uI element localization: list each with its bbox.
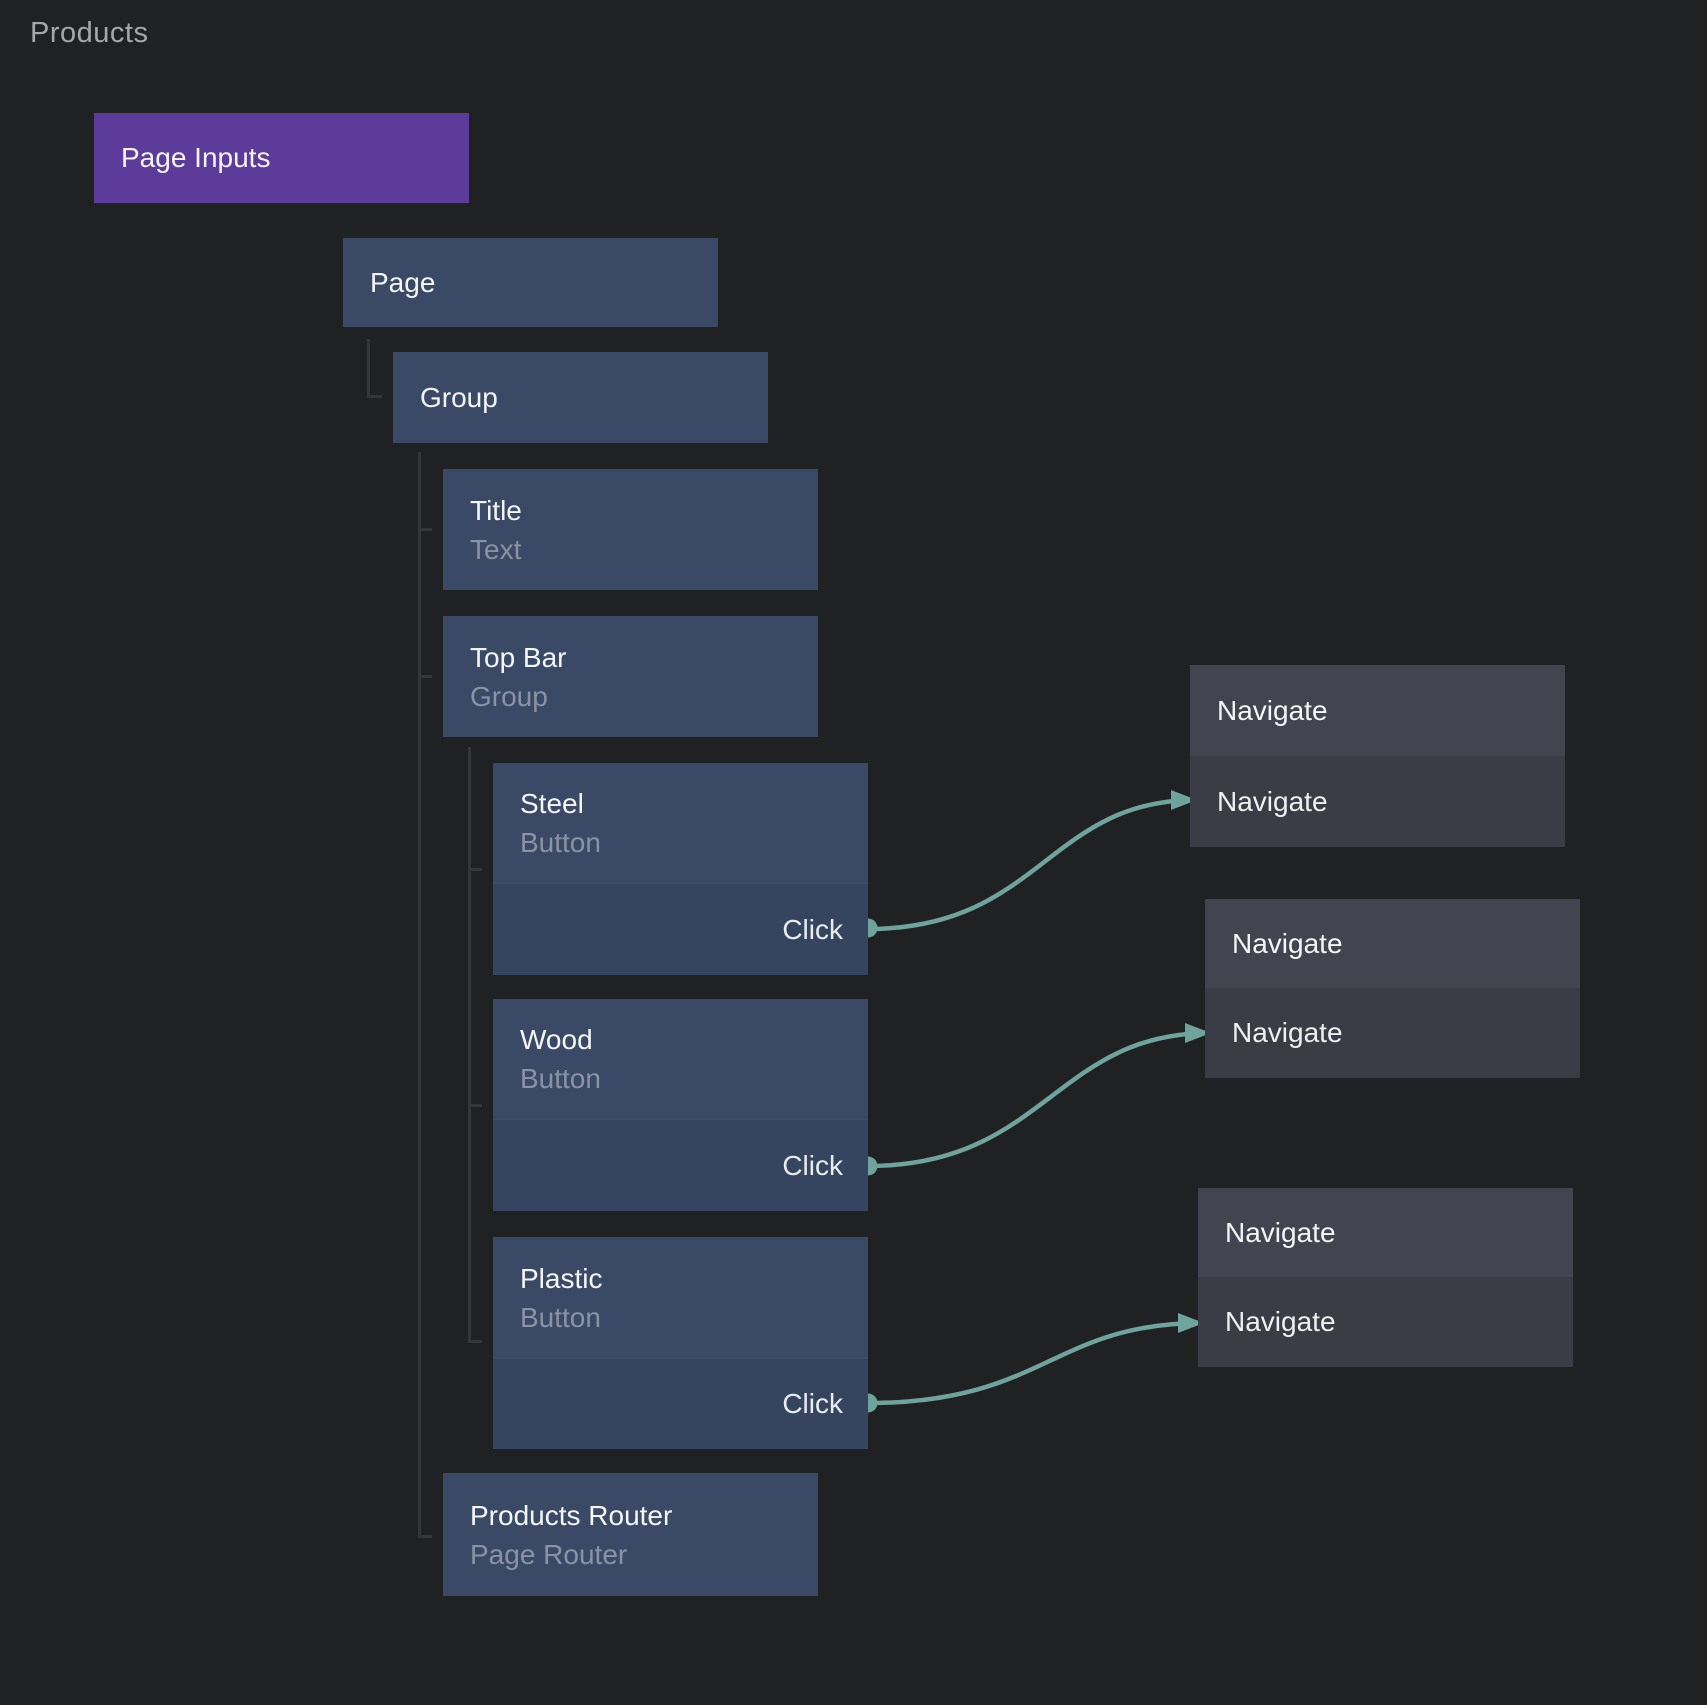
node-title: Top Bar [470, 641, 567, 673]
node-title: Page [370, 266, 436, 298]
node-title: Title [470, 494, 522, 526]
click-event-label: Click [782, 1388, 843, 1419]
node-page[interactable]: Page [343, 238, 718, 327]
node-title: Group [420, 381, 498, 413]
click-event-label: Click [782, 1149, 843, 1181]
navigate-action-label: Navigate [1232, 1017, 1343, 1048]
node-top-bar[interactable]: Top Bar Group [443, 616, 818, 737]
tree-line-group-children [418, 452, 432, 1538]
node-plastic-button[interactable]: Plastic Button Click [493, 1237, 868, 1449]
node-products-router[interactable]: Products Router Page Router [443, 1473, 818, 1596]
navigate-action-row[interactable]: Navigate [1205, 988, 1580, 1078]
node-subtitle: Button [520, 1063, 601, 1094]
node-title: Navigate [1232, 927, 1343, 959]
navigate-action-row[interactable]: Navigate [1190, 756, 1565, 847]
node-title-text[interactable]: Title Text [443, 469, 818, 590]
node-page-inputs[interactable]: Page Inputs [94, 113, 469, 203]
tree-line-page-group [367, 339, 382, 398]
click-event-row[interactable]: Click [493, 1358, 868, 1449]
node-title: Navigate [1225, 1216, 1336, 1248]
node-subtitle: Button [520, 827, 601, 858]
navigate-action-label: Navigate [1217, 785, 1328, 817]
page-title: Products [30, 17, 149, 49]
node-wood-button[interactable]: Wood Button Click [493, 999, 868, 1211]
node-title: Navigate [1217, 694, 1328, 726]
node-navigate-2[interactable]: Navigate Navigate [1205, 899, 1580, 1078]
wire-plastic-click-to-navigate [867, 1313, 1204, 1406]
wire-steel-click-to-navigate [867, 790, 1197, 932]
node-title: Products Router [470, 1499, 673, 1531]
node-group[interactable]: Group [393, 352, 768, 443]
click-event-label: Click [782, 913, 843, 945]
node-subtitle: Text [470, 533, 522, 565]
tree-tick-topbar-children [469, 868, 482, 1107]
navigate-action-label: Navigate [1225, 1306, 1336, 1337]
node-navigate-3[interactable]: Navigate Navigate [1198, 1188, 1573, 1367]
node-subtitle: Button [520, 1301, 601, 1333]
node-subtitle: Group [470, 680, 548, 712]
navigate-action-row[interactable]: Navigate [1198, 1277, 1573, 1367]
node-title: Plastic [520, 1262, 603, 1294]
click-event-row[interactable]: Click [493, 1119, 868, 1211]
node-title: Wood [520, 1024, 593, 1055]
tree-line-topbar-children [468, 747, 482, 1343]
node-title: Page Inputs [121, 142, 271, 173]
node-steel-button[interactable]: Steel Button Click [493, 763, 868, 975]
node-title: Steel [520, 788, 584, 819]
tree-tick-group-children [419, 528, 432, 678]
node-navigate-1[interactable]: Navigate Navigate [1190, 665, 1565, 847]
node-subtitle: Page Router [470, 1538, 628, 1570]
wire-wood-click-to-navigate [867, 1023, 1211, 1169]
click-event-row[interactable]: Click [493, 883, 868, 975]
